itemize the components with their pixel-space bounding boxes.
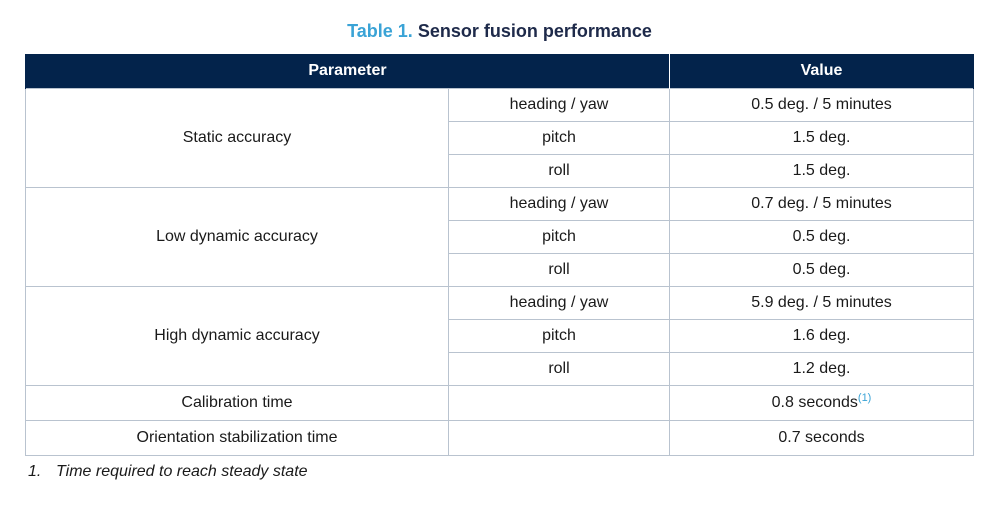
table-row: Orientation stabilization time 0.7 secon… bbox=[25, 420, 974, 456]
header-value: Value bbox=[669, 54, 974, 89]
value-cell: 1.5 deg. bbox=[669, 121, 974, 155]
table-row: pitch 1.6 deg. bbox=[26, 319, 974, 353]
table-row: Calibration time 0.8 seconds(1) bbox=[25, 385, 974, 421]
caption-number: Table 1. bbox=[347, 21, 413, 41]
table-row: pitch 1.5 deg. bbox=[26, 121, 974, 155]
footnote-number: 1. bbox=[28, 463, 42, 480]
sub-parameter-cell: pitch bbox=[448, 220, 670, 254]
table-row: Static accuracy heading / yaw 0.5 deg. /… bbox=[25, 88, 974, 188]
value-cell: 0.7 deg. / 5 minutes bbox=[669, 187, 974, 221]
sub-parameter-cell bbox=[448, 385, 670, 421]
value-cell: 0.5 deg. / 5 minutes bbox=[669, 88, 974, 122]
table-row: roll 1.5 deg. bbox=[26, 154, 974, 188]
caption-title: Sensor fusion performance bbox=[417, 21, 652, 41]
footnote-reference[interactable]: (1) bbox=[857, 392, 872, 404]
value-cell: 1.5 deg. bbox=[669, 154, 974, 188]
sub-parameter-cell: roll bbox=[448, 253, 670, 287]
table-caption: Table 1. Sensor fusion performance bbox=[0, 19, 999, 43]
header-row: Parameter Value bbox=[25, 54, 974, 89]
footnote-text: Time required to reach steady state bbox=[56, 463, 308, 480]
sub-parameter-cell bbox=[448, 420, 670, 456]
parameter-cell: Calibration time bbox=[25, 385, 449, 421]
parameter-cell: Low dynamic accuracy bbox=[25, 187, 449, 287]
sub-parameter-cell: roll bbox=[448, 154, 670, 188]
sensor-fusion-table: Parameter Value Static accuracy heading … bbox=[25, 54, 974, 456]
value-cell: 0.7 seconds bbox=[669, 420, 974, 456]
parameter-cell: High dynamic accuracy bbox=[25, 286, 449, 386]
parameter-cell: Orientation stabilization time bbox=[25, 420, 449, 456]
table-row: Low dynamic accuracy heading / yaw 0.7 d… bbox=[25, 187, 974, 287]
table-row: High dynamic accuracy heading / yaw 5.9 … bbox=[25, 286, 974, 386]
sub-parameter-cell: heading / yaw bbox=[448, 286, 670, 320]
value-cell: 1.6 deg. bbox=[669, 319, 974, 353]
value-cell: 0.8 seconds(1) bbox=[669, 385, 974, 421]
value-cell: 1.2 deg. bbox=[669, 352, 974, 386]
value-text: 0.8 seconds bbox=[771, 394, 858, 411]
sub-parameter-cell: heading / yaw bbox=[448, 187, 670, 221]
header-parameter: Parameter bbox=[25, 54, 670, 89]
table-footnote: 1. Time required to reach steady state bbox=[28, 463, 308, 481]
sub-parameter-cell: heading / yaw bbox=[448, 88, 670, 122]
value-cell: 0.5 deg. bbox=[669, 220, 974, 254]
value-cell: 0.5 deg. bbox=[669, 253, 974, 287]
sub-parameter-cell: roll bbox=[448, 352, 670, 386]
value-cell: 5.9 deg. / 5 minutes bbox=[669, 286, 974, 320]
sub-parameter-cell: pitch bbox=[448, 319, 670, 353]
sub-parameter-cell: pitch bbox=[448, 121, 670, 155]
table-row: roll 1.2 deg. bbox=[26, 352, 974, 386]
parameter-cell: Static accuracy bbox=[25, 88, 449, 188]
table-row: roll 0.5 deg. bbox=[26, 253, 974, 287]
table-row: pitch 0.5 deg. bbox=[26, 220, 974, 254]
